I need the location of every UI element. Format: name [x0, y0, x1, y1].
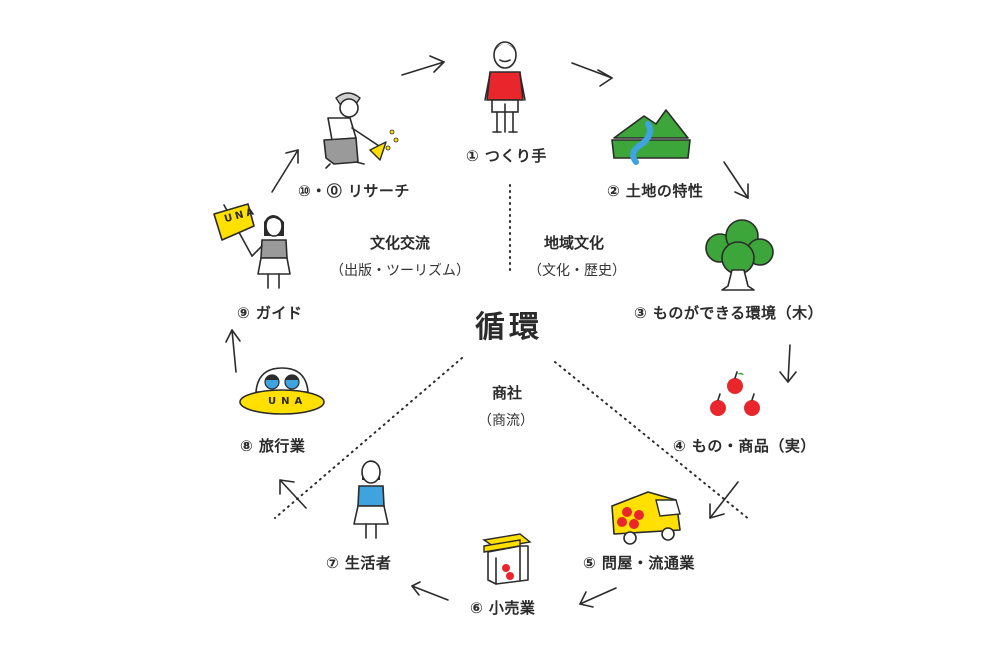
- sector-dividers: [274, 184, 751, 521]
- arrow-down-icon: [779, 344, 797, 383]
- arrow-left-icon: [579, 587, 617, 608]
- stage-label-10: ⑩・⓪ リサーチ: [298, 182, 410, 200]
- sector-title-culture-exchange: 文化交流: [370, 234, 431, 252]
- maker-person-icon: [484, 41, 526, 133]
- sector-sub-regional-culture: （文化・歴史）: [528, 263, 626, 279]
- travel-ufo-icon: [239, 367, 325, 415]
- sector-title-regional-culture: 地域文化: [544, 234, 605, 252]
- arrow-down-icon: [723, 161, 749, 199]
- sector-sub-culture-exchange: （出版・ツーリズム）: [330, 263, 470, 279]
- arrow-right-icon: [401, 55, 445, 76]
- arrow-up-icon: [225, 329, 241, 373]
- arrow-left-icon: [411, 581, 449, 601]
- consumer-person-icon: [353, 460, 389, 539]
- researcher-digging-icon: [323, 92, 399, 169]
- shop-icon: [482, 533, 532, 585]
- ufo-text: UNA: [268, 396, 308, 407]
- divider-lower-left: [274, 357, 463, 519]
- stage-label-3: ③ ものができる環境（木）: [634, 304, 824, 322]
- arrow-down-left-icon: [709, 481, 739, 519]
- stage-label-9: ⑨ ガイド: [237, 304, 303, 322]
- arrow-up-icon: [271, 149, 299, 193]
- stage-label-1: ① つくり手: [466, 147, 547, 165]
- cycle-arrows: [225, 55, 797, 608]
- stage-label-5: ⑤ 問屋・流通業: [583, 554, 695, 572]
- guide-flag-icon: [213, 203, 291, 289]
- sector-sub-trading: （商流）: [478, 413, 534, 429]
- center-title: 循環: [475, 310, 543, 345]
- arrow-right-icon: [571, 62, 613, 87]
- delivery-truck-icon: [611, 491, 681, 545]
- apples-icon: [710, 371, 760, 416]
- tree-icon: [705, 219, 774, 291]
- stage-label-7: ⑦ 生活者: [326, 554, 392, 572]
- sector-title-trading: 商社: [492, 384, 523, 402]
- stage-label-8: ⑧ 旅行業: [240, 437, 306, 455]
- arrow-up-left-icon: [279, 479, 307, 509]
- mountain-river-icon: [611, 109, 691, 165]
- stage-label-4: ④ もの・商品（実）: [673, 437, 816, 455]
- divider-lower-right: [554, 361, 751, 521]
- stage-label-2: ② 土地の特性: [607, 182, 704, 200]
- stage-label-6: ⑥ 小売業: [470, 599, 536, 617]
